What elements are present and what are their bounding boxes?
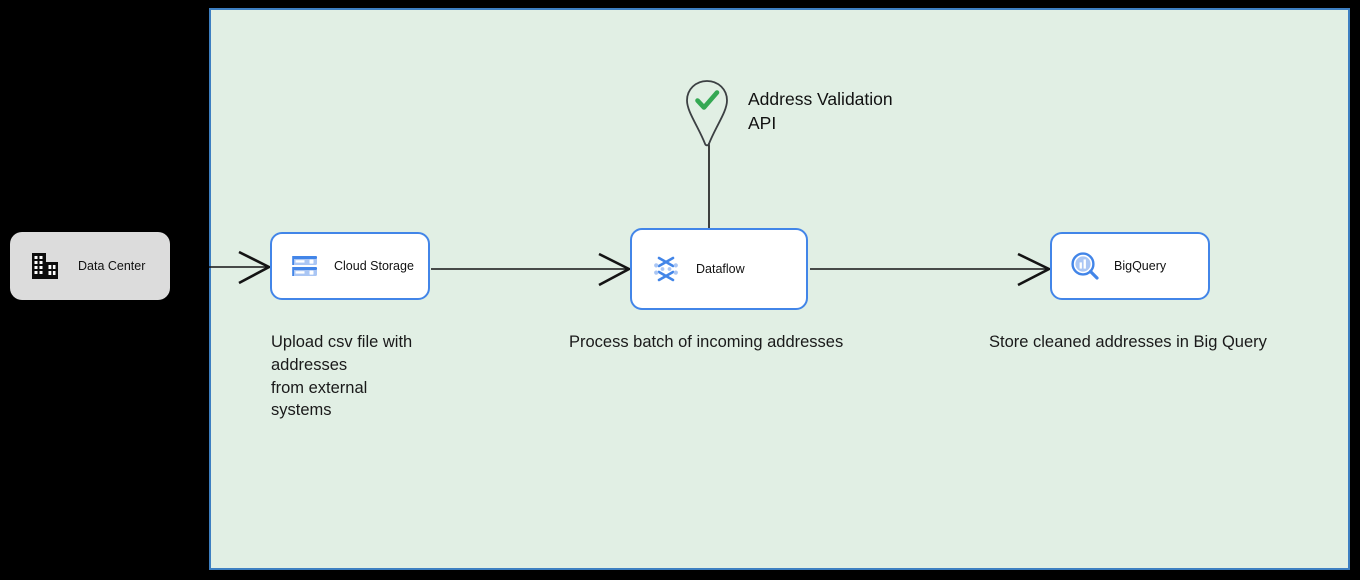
bigquery-icon (1070, 251, 1100, 281)
node-dataflow[interactable]: Dataflow (630, 228, 808, 310)
node-data-center-label: Data Center (78, 258, 146, 273)
dataflow-icon (650, 253, 682, 285)
caption-bigquery: Store cleaned addresses in Big Query (989, 333, 1267, 351)
node-dataflow-label: Dataflow (696, 261, 745, 276)
node-data-center[interactable]: Data Center (10, 232, 170, 300)
node-bigquery[interactable]: BigQuery (1050, 232, 1210, 300)
caption-cloud-storage: Upload csv file with addresses from exte… (271, 333, 413, 420)
caption-dataflow: Process batch of incoming addresses (569, 333, 844, 351)
node-cloud-storage[interactable]: Cloud Storage (270, 232, 430, 300)
node-bigquery-label: BigQuery (1114, 258, 1167, 273)
node-cloud-storage-label: Cloud Storage (334, 258, 414, 273)
node-address-validation-api[interactable]: Address Validation API (684, 76, 944, 147)
data-center-building-icon (30, 251, 60, 281)
address-validation-api-label: Address Validation API (748, 89, 893, 133)
cloud-storage-icon (290, 251, 320, 281)
map-pin-check-icon (684, 78, 730, 153)
